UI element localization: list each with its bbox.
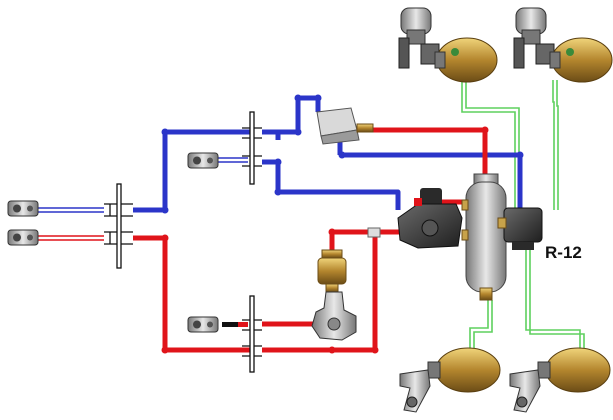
brake-chamber-rear-right[interactable] — [513, 7, 613, 83]
valve-label-r12: R-12 — [545, 243, 582, 262]
sensor-line-front-left-b — [473, 300, 493, 350]
brake-chamber-rear-left[interactable] — [398, 7, 498, 83]
sensor-line-front-right-b — [529, 244, 585, 350]
connector-control[interactable] — [7, 229, 39, 246]
coupling-upper — [242, 111, 262, 185]
r12-relay-valve[interactable] — [497, 207, 543, 250]
connector-upper-test[interactable] — [187, 152, 219, 169]
control-line-thin — [38, 235, 104, 241]
sensor-line-front-right — [525, 244, 581, 350]
brake-chamber-front-right[interactable] — [509, 347, 611, 413]
control-line-main — [133, 235, 250, 353]
supply-line-thin — [38, 157, 248, 213]
coupling-main — [104, 183, 133, 269]
sensor-line-rear-right — [552, 80, 555, 210]
sensor-lines — [461, 80, 585, 350]
supply-line-top — [262, 95, 321, 135]
supply-nodes — [161, 94, 524, 214]
supply-line-main — [133, 129, 250, 213]
coupling-lower — [242, 295, 262, 373]
air-reservoir[interactable] — [461, 173, 507, 301]
connector-supply[interactable] — [7, 200, 39, 217]
tee-fitting — [367, 227, 381, 238]
sensor-line-rear-right-b — [556, 80, 559, 210]
supply-line-mid — [262, 159, 401, 210]
brake-chamber-front-left[interactable] — [399, 347, 501, 413]
sensor-line-front-left — [469, 300, 489, 350]
connector-lower-test[interactable] — [187, 316, 248, 333]
control-valve-lower[interactable] — [311, 291, 357, 341]
sensor-line-rear-left — [461, 80, 516, 210]
quick-release-valve[interactable] — [316, 107, 374, 145]
pressure-limiting-valve[interactable] — [317, 249, 347, 293]
ebs-modulator[interactable] — [397, 188, 463, 249]
couplings — [104, 111, 262, 373]
